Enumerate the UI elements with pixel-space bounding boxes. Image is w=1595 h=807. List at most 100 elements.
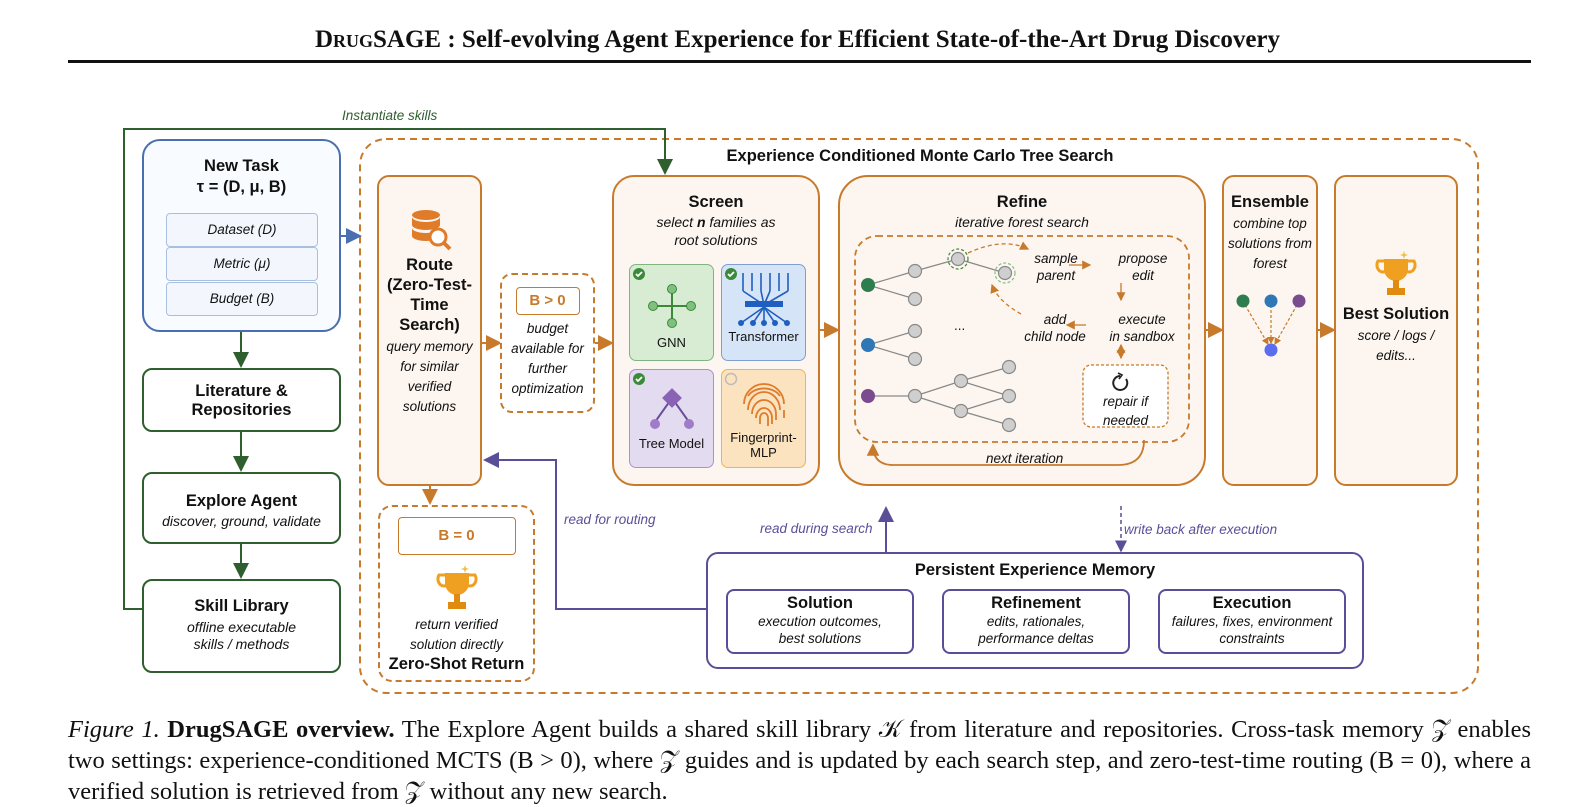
refine-title: Refine [996,193,1048,211]
forest-diagram [854,235,1190,466]
attention-icon [737,273,790,326]
skill-library-box: Skill Library offline executable skills … [142,579,341,673]
memory-card-refinement: Refinement edits, rationales, performanc… [942,589,1130,654]
database-search-icon [411,210,451,251]
literature-title-2: Repositories [191,401,292,419]
zero-budget-label: B = 0 [397,517,516,555]
instantiate-label: Instantiate skills [342,108,438,123]
memory-card-line: constraints [1219,631,1285,646]
route-desc-4: solutions [402,399,457,414]
memory-title: Persistent Experience Memory [914,561,1156,579]
ensemble-merge-icon [1236,294,1306,357]
explore-title: Explore Agent [185,492,298,510]
family-transformer-label: Transformer [728,329,799,344]
family-gnn-label: GNN [657,335,686,350]
family-gnn: GNN [629,264,714,361]
task-item-budget: Budget (B) [166,282,318,316]
family-fingerprint-label: Fingerprint- MLP [722,430,805,460]
best-solution-title: Best Solution [1342,305,1450,323]
family-fingerprint-label-2: MLP [750,445,777,460]
check-icon [725,268,737,280]
family-fingerprint-label-1: Fingerprint- [730,430,797,445]
route-title: Route (Zero-Test- Time Search) [379,255,480,335]
ensemble-title: Ensemble [1231,193,1309,211]
trophy-icon [1375,251,1417,295]
route-title-1: Route [406,256,453,274]
skill-library-title: Skill Library [194,597,289,615]
fingerprint-icon [742,383,785,426]
write-back-label: write back after execution [1124,522,1278,537]
memory-card-title: Solution [787,594,853,612]
memory-card-execution: Execution failures, fixes, environment c… [1158,589,1346,654]
read-routing-arrow [483,452,726,610]
new-task-title: New Task [204,157,279,175]
check-icon [633,373,645,385]
skill-library-sub1: offline executable [187,619,296,635]
literature-box: Literature & Repositories [142,368,341,432]
caption-figure-number: Figure 1. [68,716,160,743]
trophy-icon [435,565,478,609]
explore-subtitle: discover, ground, validate [162,513,321,529]
route-title-4: Search) [399,316,460,334]
forest-ellipsis: ... [954,318,966,333]
route-desc: query memory for similar verified soluti… [379,337,480,417]
title-rule [68,60,1531,63]
route-desc-3: verified [407,379,452,394]
memory-card-line: best solutions [778,631,862,646]
refine-subtitle: iterative forest search [955,214,1089,230]
zero-shot-title: Zero-Shot Return [388,655,525,673]
literature-title: Literature & [195,382,288,400]
budget-positive-desc: budget available for further optimizatio… [502,319,593,399]
unchecked-icon [724,372,738,386]
best-solution-box: Best Solution score / logs /edits... [1334,175,1458,486]
paper-title: DrugSAGE : Self-evolving Agent Experienc… [0,26,1595,54]
caption-text: The Explore Agent builds a shared skill … [68,716,1532,805]
route-title-2: (Zero-Test- [387,276,472,294]
check-icon [633,268,645,280]
read-search-label: read during search [760,521,873,536]
route-desc-2: for similar [400,359,459,374]
mcts-container [359,138,1479,694]
screen-title: Screen [688,193,744,211]
family-tree-label: Tree Model [638,436,705,451]
screen-subtitle-2: root solutions [674,232,758,248]
budget-desc-1: budget [526,321,569,336]
best-solution-desc: score / logs /edits... [1357,328,1435,363]
tree-icon [649,388,694,429]
read-routing-label: read for routing [564,512,656,527]
memory-card-line: edits, rationales, [986,614,1086,629]
memory-card-line: failures, fixes, environment [1171,614,1333,629]
figure-caption: Figure 1. DrugSAGE overview. The Explore… [68,714,1531,807]
budget-positive-box: B > 0 budget available for further optim… [500,273,595,413]
mcts-title: Experience Conditioned Monte Carlo Tree … [726,147,1114,165]
next-iteration-label: next iteration [986,451,1064,466]
route-desc-1: query memory [386,339,473,354]
screen-subtitle-1: select n families as [656,214,776,230]
explore-agent-box: Explore Agent discover, ground, validate [142,472,341,544]
family-tree-model: Tree Model [629,369,714,468]
refine-box: Refine iterative forest search [838,175,1206,486]
family-transformer: Transformer [721,264,806,361]
memory-card-title: Refinement [991,594,1081,612]
budget-desc-3: further [527,361,568,376]
budget-desc-4: optimization [511,381,584,396]
route-box: Route (Zero-Test- Time Search) query mem… [377,175,482,486]
skill-library-sub2: skills / methods [193,636,290,652]
memory-card-line: performance deltas [978,631,1094,646]
title-rest: : Self-evolving Agent Experience for Eff… [441,26,1281,53]
graph-icon [647,284,696,328]
family-fingerprint-mlp: Fingerprint- MLP [721,369,806,468]
memory-card-solution: Solution execution outcomes, best soluti… [726,589,914,654]
budget-desc-2: available for [511,341,584,356]
caption-brand: DrugSAGE overview. [167,716,395,743]
route-title-3: Time [410,296,449,314]
